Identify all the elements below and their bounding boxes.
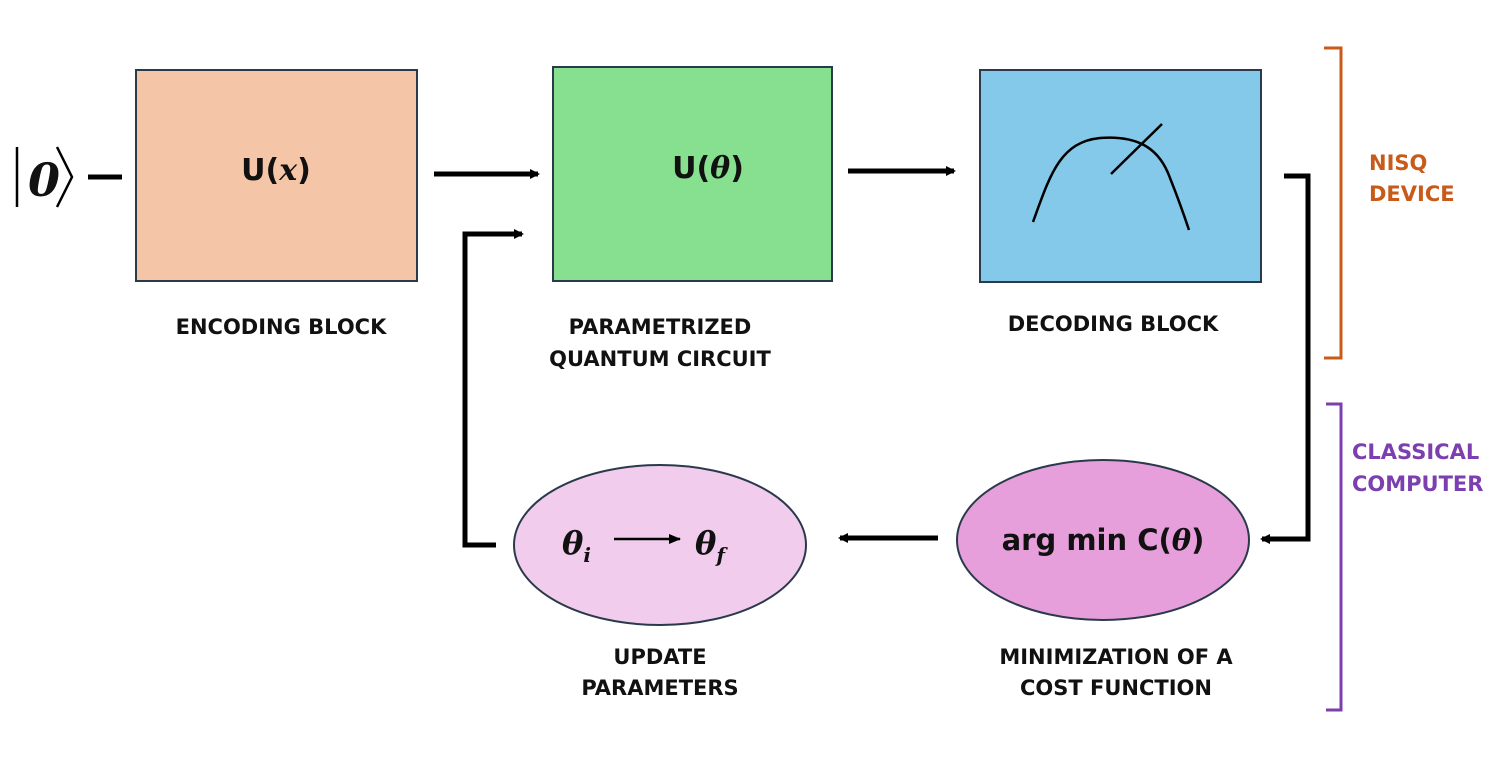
decoding-block: DECODING BLOCK <box>979 69 1262 336</box>
cost-function-expression: arg min C(θ) <box>1002 523 1205 557</box>
theta-initial: θi <box>562 524 591 567</box>
cost-caption-line-1: MINIMIZATION OF A <box>999 645 1233 669</box>
encoding-block: U(x) ENCODING BLOCK <box>135 69 418 339</box>
pqc-block-box <box>552 66 833 282</box>
update-parameters-node: θi θf UPDATE PARAMETERS <box>513 464 807 700</box>
encoding-block-box <box>135 69 418 282</box>
pqc-block: U(θ) PARAMETRIZED QUANTUM CIRCUIT <box>549 66 833 371</box>
nisq-device-group: NISQ DEVICE <box>1324 46 1455 360</box>
pqc-caption-line-1: PARAMETRIZED <box>569 315 752 339</box>
classical-computer-group: CLASSICAL COMPUTER <box>1326 402 1483 712</box>
input-ket: 0 <box>15 146 122 208</box>
ket-state: 0 <box>28 153 60 207</box>
meter-arc <box>1031 136 1191 231</box>
nisq-label-line-1: NISQ <box>1369 151 1427 175</box>
cost-caption-line-2: COST FUNCTION <box>1020 676 1212 700</box>
classical-label-line-2: COMPUTER <box>1352 472 1483 496</box>
encoding-block-caption: ENCODING BLOCK <box>176 315 387 339</box>
measurement-meter-icon <box>1031 123 1191 231</box>
cost-function-ellipse <box>956 459 1250 621</box>
arrow-update-to-pqc <box>462 229 524 548</box>
update-caption-line-1: UPDATE <box>613 645 706 669</box>
ket-angle <box>55 146 74 208</box>
pqc-caption-line-2: QUANTUM CIRCUIT <box>549 347 771 371</box>
decoding-block-box <box>979 69 1262 283</box>
pqc-operator: U(θ) <box>672 151 744 186</box>
meter-needle <box>1110 123 1163 175</box>
classical-label-line-1: CLASSICAL <box>1352 440 1479 464</box>
theta-final: θf <box>695 524 728 567</box>
cost-function-node: arg min C(θ) MINIMIZATION OF A COST FUNC… <box>956 459 1250 700</box>
classical-bracket <box>1326 402 1343 712</box>
nisq-bracket <box>1324 46 1343 360</box>
encoding-operator: U(x) <box>241 153 311 188</box>
nisq-label-line-2: DEVICE <box>1369 182 1455 206</box>
decoding-block-caption: DECODING BLOCK <box>1008 312 1219 336</box>
arrow-decoding-to-cost <box>1260 173 1311 544</box>
update-parameters-ellipse <box>513 464 807 626</box>
update-caption-line-2: PARAMETERS <box>581 676 738 700</box>
